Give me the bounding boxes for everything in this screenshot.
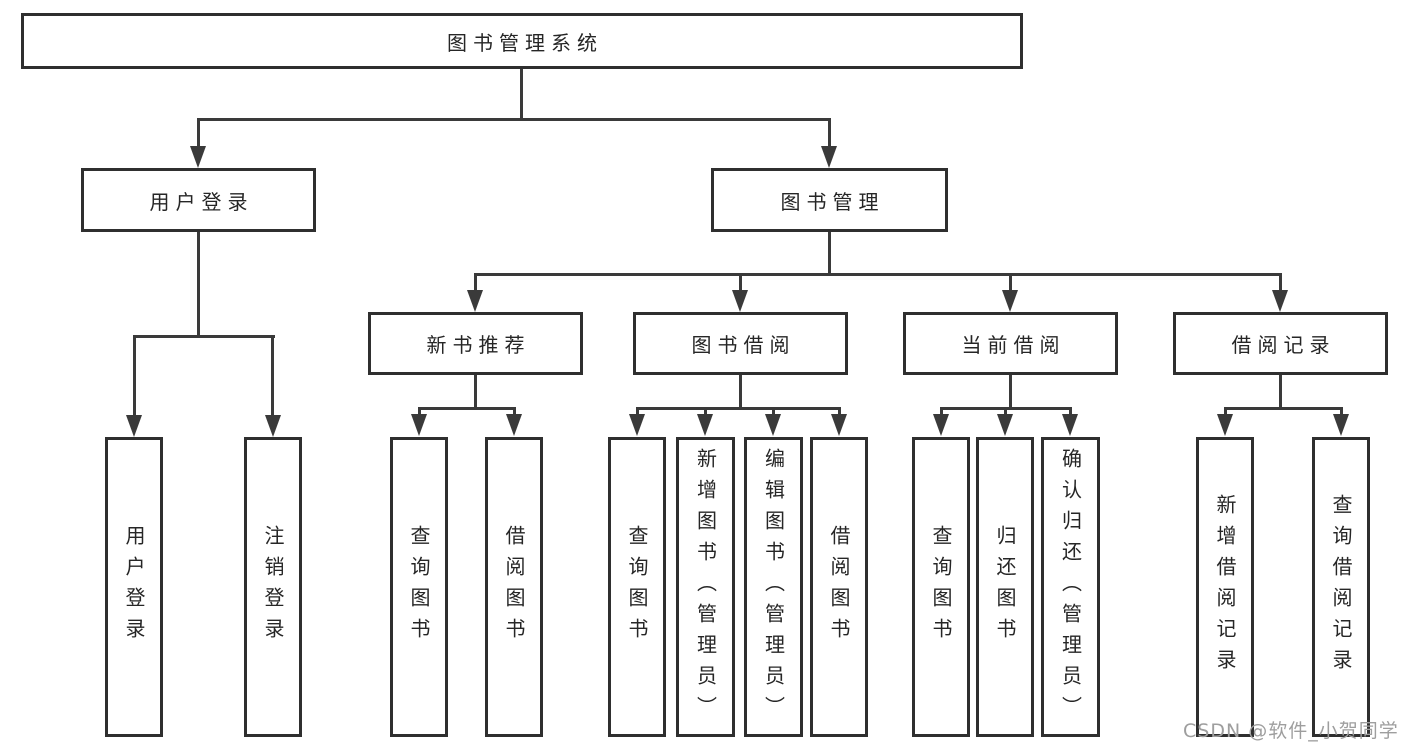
arrow-down-icon <box>190 146 206 168</box>
connector-new-book-bus <box>418 407 516 410</box>
leaf-borrow-books-borrowing: 借阅图书 <box>810 437 868 737</box>
connector-drop <box>1004 407 1007 416</box>
connector-book-borrowing-stem <box>739 375 742 409</box>
connector-book-management-stem <box>828 232 831 275</box>
node-book-management: 图书管理 <box>711 168 948 232</box>
arrow-down-icon <box>831 414 847 436</box>
connector-drop-new-book <box>474 273 477 292</box>
leaf-logout: 注销登录 <box>244 437 302 737</box>
connector-drop <box>418 407 421 416</box>
arrow-down-icon <box>1333 414 1349 436</box>
node-book-borrowing: 图书借阅 <box>633 312 848 375</box>
arrow-down-icon <box>629 414 645 436</box>
node-current-borrowing: 当前借阅 <box>903 312 1118 375</box>
arrow-down-icon <box>1002 290 1018 312</box>
leaf-query-books-current: 查询图书 <box>912 437 970 737</box>
leaf-user-login: 用户登录 <box>105 437 163 737</box>
arrow-down-icon <box>997 414 1013 436</box>
connector-drop-book-management <box>828 118 831 150</box>
arrow-down-icon <box>697 414 713 436</box>
connector-drop-leaf-logout <box>271 335 274 417</box>
arrow-down-icon <box>933 414 949 436</box>
leaf-edit-book-admin: 编辑图书（管理员） <box>744 437 803 737</box>
connector-book-borrowing-bus <box>636 407 841 410</box>
connector-current-borrowing-stem <box>1009 375 1012 409</box>
connector-drop <box>1340 407 1343 416</box>
arrow-down-icon <box>126 415 142 437</box>
connector-drop <box>940 407 943 416</box>
connector-drop <box>772 407 775 416</box>
connector-drop <box>838 407 841 416</box>
leaf-add-borrow-record: 新增借阅记录 <box>1196 437 1254 737</box>
connector-drop-user-login <box>197 118 200 150</box>
arrow-down-icon <box>1272 290 1288 312</box>
connector-book-management-bus <box>474 273 1282 276</box>
leaf-query-books-borrowing: 查询图书 <box>608 437 666 737</box>
connector-borrowing-records-stem <box>1279 375 1282 409</box>
connector-drop-borrowing-records <box>1279 273 1282 292</box>
connector-user-login-stem <box>197 232 200 337</box>
leaf-query-books-recommend: 查询图书 <box>390 437 448 737</box>
watermark: CSDN @软件_小贺同学 <box>1183 720 1399 742</box>
node-new-book-recommendation: 新书推荐 <box>368 312 583 375</box>
connector-drop <box>1224 407 1227 416</box>
arrow-down-icon <box>732 290 748 312</box>
connector-new-book-stem <box>474 375 477 409</box>
node-user-login: 用户登录 <box>81 168 316 232</box>
node-borrowing-records: 借阅记录 <box>1173 312 1388 375</box>
connector-drop-book-borrowing <box>739 273 742 292</box>
leaf-return-books: 归还图书 <box>976 437 1034 737</box>
arrow-down-icon <box>411 414 427 436</box>
arrow-down-icon <box>765 414 781 436</box>
leaf-add-book-admin: 新增图书（管理员） <box>676 437 735 737</box>
arrow-down-icon <box>467 290 483 312</box>
connector-drop <box>513 407 516 416</box>
arrow-down-icon <box>265 415 281 437</box>
connector-user-login-bus <box>133 335 275 338</box>
arrow-down-icon <box>1062 414 1078 436</box>
connector-root-stem <box>520 69 523 119</box>
arrow-down-icon <box>506 414 522 436</box>
leaf-query-borrow-record: 查询借阅记录 <box>1312 437 1370 737</box>
connector-drop <box>636 407 639 416</box>
connector-root-bus <box>197 118 831 121</box>
node-library-system: 图书管理系统 <box>21 13 1023 69</box>
connector-drop-leaf-login <box>133 335 136 417</box>
arrow-down-icon <box>821 146 837 168</box>
leaf-confirm-return-admin: 确认归还（管理员） <box>1041 437 1100 737</box>
connector-drop-current-borrowing <box>1009 273 1012 292</box>
connector-drop <box>1069 407 1072 416</box>
leaf-borrow-books-recommend: 借阅图书 <box>485 437 543 737</box>
connector-drop <box>704 407 707 416</box>
connector-borrowing-records-bus <box>1224 407 1343 410</box>
arrow-down-icon <box>1217 414 1233 436</box>
